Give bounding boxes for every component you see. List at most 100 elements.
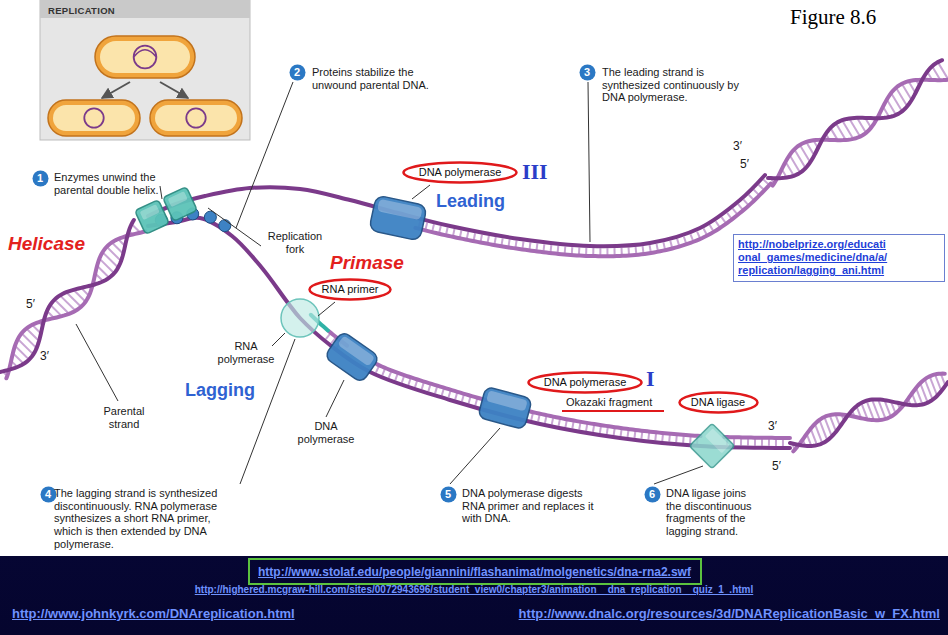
base-pair [50,305,61,316]
leader-line [208,208,261,246]
base-pair [857,118,866,133]
hyperlink: http://highered.mcgraw-hill.com/sites/00… [195,584,754,596]
dna-illustration [0,60,948,468]
callout-circle-fill [579,64,595,80]
leader-line [412,185,430,199]
callout-number: 2 [294,67,300,78]
leader-line [326,380,344,417]
strand-name: Leading [436,191,505,212]
division-arrow [102,82,130,98]
callout-circle-fill [40,486,56,502]
leader-line [76,324,118,401]
callout-text: The leading strand is synthesized contin… [602,66,744,104]
base-pair [811,429,817,446]
leader-line [236,82,293,228]
callout-circle: 1 [32,170,49,187]
helicase [135,200,170,235]
figure-number: Figure 8.6 [790,6,876,29]
dna-polymerase [478,386,533,429]
highlight-ellipse: RNA primer [308,278,392,301]
helicase-shine [140,204,160,220]
cytoplasm [53,105,135,131]
highlight-ellipse: DNA ligase [678,391,759,414]
callout-circle-fill [32,170,48,186]
okazaki-fragment-line [530,412,700,437]
bacterium [48,100,140,136]
leader-line [588,82,590,242]
link-box: http://www.stolaf.edu/people/giannini/fl… [248,558,702,585]
parental-strand [148,218,790,448]
cytoplasm [100,41,190,73]
helicase [163,187,198,222]
red-ellipse [529,372,642,392]
bacterium [95,36,195,78]
helix-strand [0,220,134,372]
inset-header [40,0,250,18]
base-pair [938,62,948,80]
part-label: DNA polymerase [295,420,357,445]
base-pair [916,388,922,405]
dna-polymerase-body [369,195,427,241]
helix-strand [790,382,948,446]
base-pair [887,100,896,115]
red-ellipse [679,392,757,412]
dna-ligase-shine [705,428,730,453]
base-pair [836,123,846,140]
dna-polymerase [324,331,380,384]
callout-text: The lagging strand is synthesized discon… [54,487,232,550]
helix-strand [793,374,945,452]
hyperlink: http://www.johnkyrk.com/DNAreplication.h… [12,606,295,622]
hyperlink: http://www.dnalc.org/resources/3d/DNARep… [519,606,940,622]
callout-circle-fill [440,486,456,502]
base-pair [830,415,836,432]
red-ellipse [310,279,391,299]
dna-polymerase [369,195,427,241]
callout-circle-fill [289,64,305,80]
leader-line [450,428,500,484]
callout-number: 4 [45,489,51,500]
cell-wall [150,100,242,136]
okazaki-fragment [724,437,790,446]
helix-strand [773,79,948,186]
enzyme-name: Helicase [8,233,85,255]
base-pair [935,374,941,391]
binding-protein [219,220,231,232]
callout-circle: 5 [440,486,457,503]
callout-circle: 2 [289,64,306,81]
highlight-ellipse: DNA polymerase [527,371,643,394]
enzyme-name: DNA polymerase [544,376,627,389]
helicase-body [135,200,170,235]
inset-panel: REPLICATION [40,0,250,140]
callout-circle: 4 [40,486,57,503]
strand-name: Lagging [185,380,255,401]
hyperlink: http://www.stolaf.edu/people/giannini/fl… [258,565,691,581]
dna-polymerase-body [478,386,533,429]
division-arrow [160,82,188,98]
bacterium [150,100,242,136]
callout-circle: 6 [644,486,661,503]
enzyme-name: DNA polymerase [419,166,502,179]
callout-text: Enzymes unwind the parental double helix… [54,171,162,196]
dna-polymerase-shine [337,335,375,366]
cell-wall [48,100,140,136]
double-helix [0,220,145,378]
callout-text: Proteins stabilize the unwound parental … [312,66,446,91]
leader-lines [76,82,703,484]
polymerase-type: I [646,368,655,390]
okazaki-fragment [376,364,486,407]
helicase-shine [168,191,188,207]
callout-circle: 3 [579,64,596,81]
hyperlink: http://nobelprize.org/educati onal_games… [738,238,940,278]
double-helix [768,60,948,185]
replicating-chromosome [134,50,157,57]
part-label: RNA polymerase [215,340,277,365]
double-helix [790,374,948,452]
callout-circle-fill [644,486,660,502]
part-label: Replication fork [263,230,327,255]
helicase-body [163,187,198,222]
base-pair [112,242,123,253]
dna-polymerase-body [324,331,380,384]
strand-end: 5′ [26,298,35,310]
